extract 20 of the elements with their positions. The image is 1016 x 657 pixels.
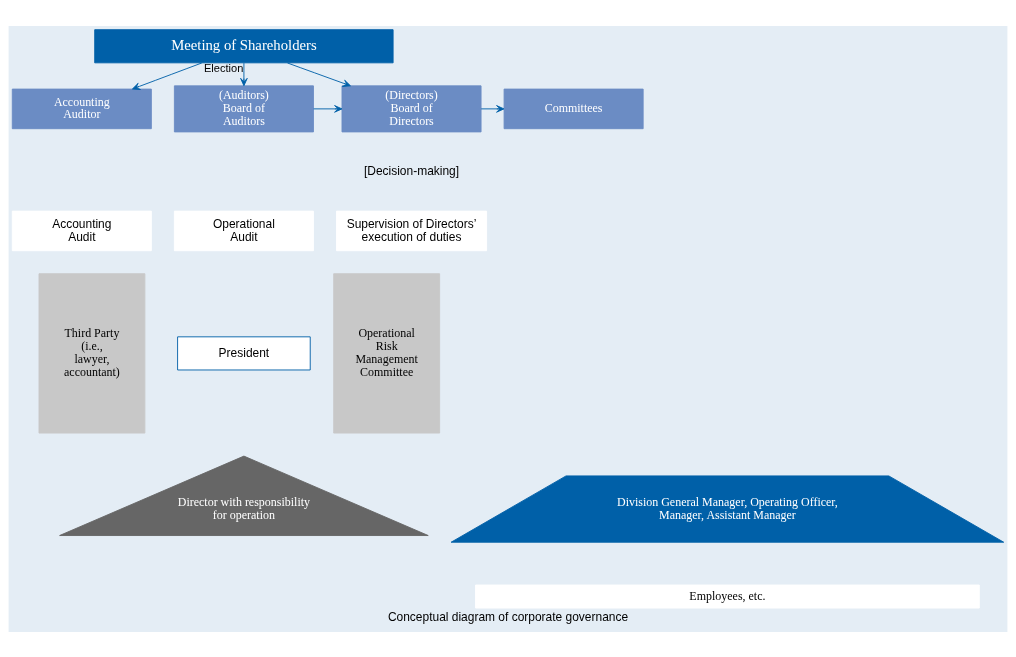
- node-box: Meeting of Shareholders: [94, 28, 394, 63]
- caption: Conceptual diagram of corporate governance: [387, 609, 629, 624]
- node-box: Committees: [503, 88, 644, 129]
- node-box: (Auditors) Board of Auditors: [173, 84, 314, 132]
- node-box: Operational Audit: [173, 210, 314, 251]
- arrow: [480, 104, 505, 113]
- node-box: Third Party (i.e., lawyer, accountant): [38, 272, 146, 434]
- node-box: Supervision of Directors’ execution of duties: [336, 210, 488, 251]
- arrow: [131, 62, 203, 90]
- node-box: Employees, etc.: [475, 584, 980, 608]
- node-box: President: [177, 335, 311, 370]
- node-box: Operational Risk Management Committee: [333, 272, 441, 434]
- node-box: (Directors) Board of Directors: [341, 84, 482, 132]
- node-box: Accounting Audit: [11, 210, 152, 251]
- node-box: Accounting Auditor: [11, 88, 152, 129]
- arrow: [240, 62, 248, 86]
- arrow: [287, 62, 351, 87]
- label: [Decision-making]: [363, 163, 460, 178]
- edge-label: Election: [203, 61, 244, 74]
- arrow: [313, 104, 343, 113]
